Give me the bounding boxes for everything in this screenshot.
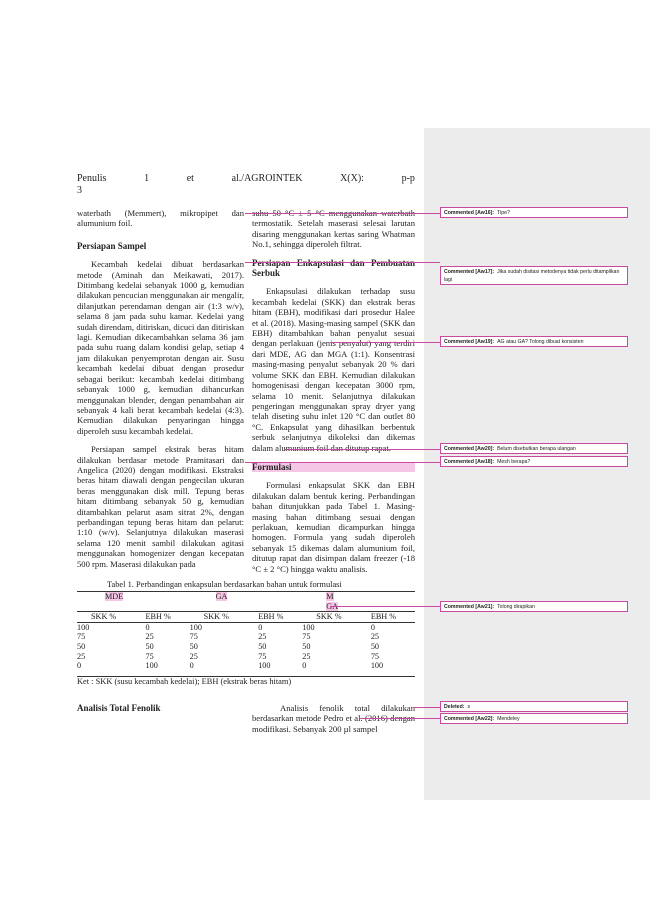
table-cell: 0: [258, 622, 263, 632]
group-mde: MDE: [105, 592, 124, 601]
table-cell: 25: [77, 651, 86, 661]
table-cell: 25: [189, 651, 198, 661]
heading-persiapan-sampel: Persiapan Sampel: [77, 240, 147, 251]
comment-aw21[interactable]: Commented [Aw21]:Tolong dirapikan: [440, 601, 628, 612]
table-cell: 0: [370, 622, 375, 632]
left-intro: waterbath (Memmert), mikropipet dan alum…: [77, 208, 244, 229]
table-cell: 75: [258, 651, 267, 661]
table-row: 50 50 50 50 50 50: [77, 642, 415, 652]
table-cell: 75: [302, 632, 311, 642]
table-cell: 100: [370, 661, 384, 671]
th-ebh-3: EBH %: [370, 612, 397, 622]
th-skk-3: SKK %: [316, 612, 342, 622]
right-para-1: Enkapsulasi dilakukan terhadap susu keca…: [252, 286, 415, 453]
table-header-row: SKK % EBH % SKK % EBH % SKK % EBH %: [77, 611, 415, 623]
left-column: waterbath (Memmert), mikropipet dan alum…: [77, 208, 244, 569]
header-num: 1: [144, 173, 150, 184]
heading-enkapsulasi: Persiapan Enkapsulasi dan Pembuatan Serb…: [252, 258, 415, 279]
left-para-1: Kecambah kedelai dibuat berdasarkan meto…: [77, 259, 244, 436]
th-ebh-1: EBH %: [145, 612, 171, 622]
header-et: et: [186, 173, 194, 184]
heading-formulasi: Formulasi: [252, 461, 415, 473]
table-row: 75 25 75 25 75 25: [77, 632, 415, 642]
table-cell: 100: [302, 622, 315, 632]
comment-aw20[interactable]: Commented [Aw20]:Belum disebutkan berapa…: [440, 443, 628, 454]
table-cell: 25: [145, 632, 154, 642]
deleted-mark[interactable]: Deleted:s: [440, 701, 628, 712]
table-cell: 75: [189, 632, 198, 642]
connector-line: [360, 718, 440, 719]
table-cell: 100: [77, 622, 90, 632]
page-number: 3: [77, 185, 82, 196]
connector-line: [285, 449, 440, 450]
header-pp: p-p: [401, 173, 415, 184]
table-cell: 0: [145, 622, 150, 632]
th-skk-2: SKK %: [203, 612, 229, 622]
table-row: 25 75 25 75 25 75: [77, 652, 415, 662]
table-cell: 50: [302, 641, 311, 651]
table-row: 0 100 0 100 0 100: [77, 661, 415, 671]
table-cell: 50: [77, 641, 86, 651]
comment-aw22[interactable]: Commented [Aw22]:Mendeley: [440, 713, 628, 724]
header-author: Penulis: [77, 173, 107, 184]
table-cell: 75: [370, 651, 380, 661]
table-row: 100 0 100 0 100 0: [77, 622, 415, 632]
connector-line: [245, 213, 440, 214]
running-header: Penulis 1 et al./AGROINTEK X(X): p-p: [77, 173, 415, 185]
table-cell: 50: [189, 641, 198, 651]
connector-line: [413, 707, 440, 708]
heading-total-fenolik: Analisis Total Fenolik: [77, 703, 161, 713]
comment-aw16[interactable]: Commented [Aw16]:Tipe?: [440, 207, 628, 218]
table-cell: 25: [302, 651, 311, 661]
table-cell: 75: [145, 651, 154, 661]
right-para-2: Formulasi enkapsulat SKK dan EBH dilakuk…: [252, 480, 415, 574]
connector-line: [245, 262, 440, 263]
table-top-rule: [77, 591, 415, 592]
table-cell: 50: [145, 641, 154, 651]
right-para-0: suhu 50 °C ± 5 °C menggunakan waterbath …: [252, 208, 415, 250]
table-cell: 50: [258, 641, 267, 651]
table-cell: 25: [258, 632, 267, 642]
connector-line: [330, 342, 440, 343]
table-cell: 75: [77, 632, 86, 642]
header-vol: X(X):: [340, 173, 364, 184]
comment-aw17[interactable]: Commented [Aw17]:Jika sudah disitasi met…: [440, 266, 628, 285]
table-cell: 100: [258, 661, 271, 671]
left-para-2: Persiapan sampel ekstrak beras hitam dil…: [77, 444, 244, 569]
th-skk-1: SKK %: [91, 612, 117, 622]
table-cell: 0: [189, 661, 194, 671]
comment-aw18[interactable]: Commented [Aw18]:Mesh berapa?: [440, 456, 628, 467]
table-cell: 50: [370, 641, 380, 651]
group-ga: GA: [215, 592, 228, 601]
table-cell: 100: [145, 661, 158, 671]
header-journal: al./AGROINTEK: [231, 173, 303, 184]
bottom-para: Analisis fenolik total dilakukan berdasa…: [252, 703, 415, 734]
connector-line: [245, 462, 440, 463]
comment-aw19[interactable]: Commented [Aw19]:AG atau GA? Tolong dibu…: [440, 336, 628, 347]
table-cell: 0: [77, 661, 82, 671]
table-note: Ket : SKK (susu kecambah kedelai); EBH (…: [77, 677, 292, 686]
table-cell: 100: [189, 622, 202, 632]
table-cell: 25: [370, 632, 380, 642]
connector-line: [330, 606, 440, 607]
table-bottom-rule: [77, 676, 415, 677]
table-cell: 0: [302, 661, 307, 671]
th-ebh-2: EBH %: [258, 612, 284, 622]
table-caption: Tabel 1. Perbandingan enkapsulan berdasa…: [107, 580, 342, 589]
